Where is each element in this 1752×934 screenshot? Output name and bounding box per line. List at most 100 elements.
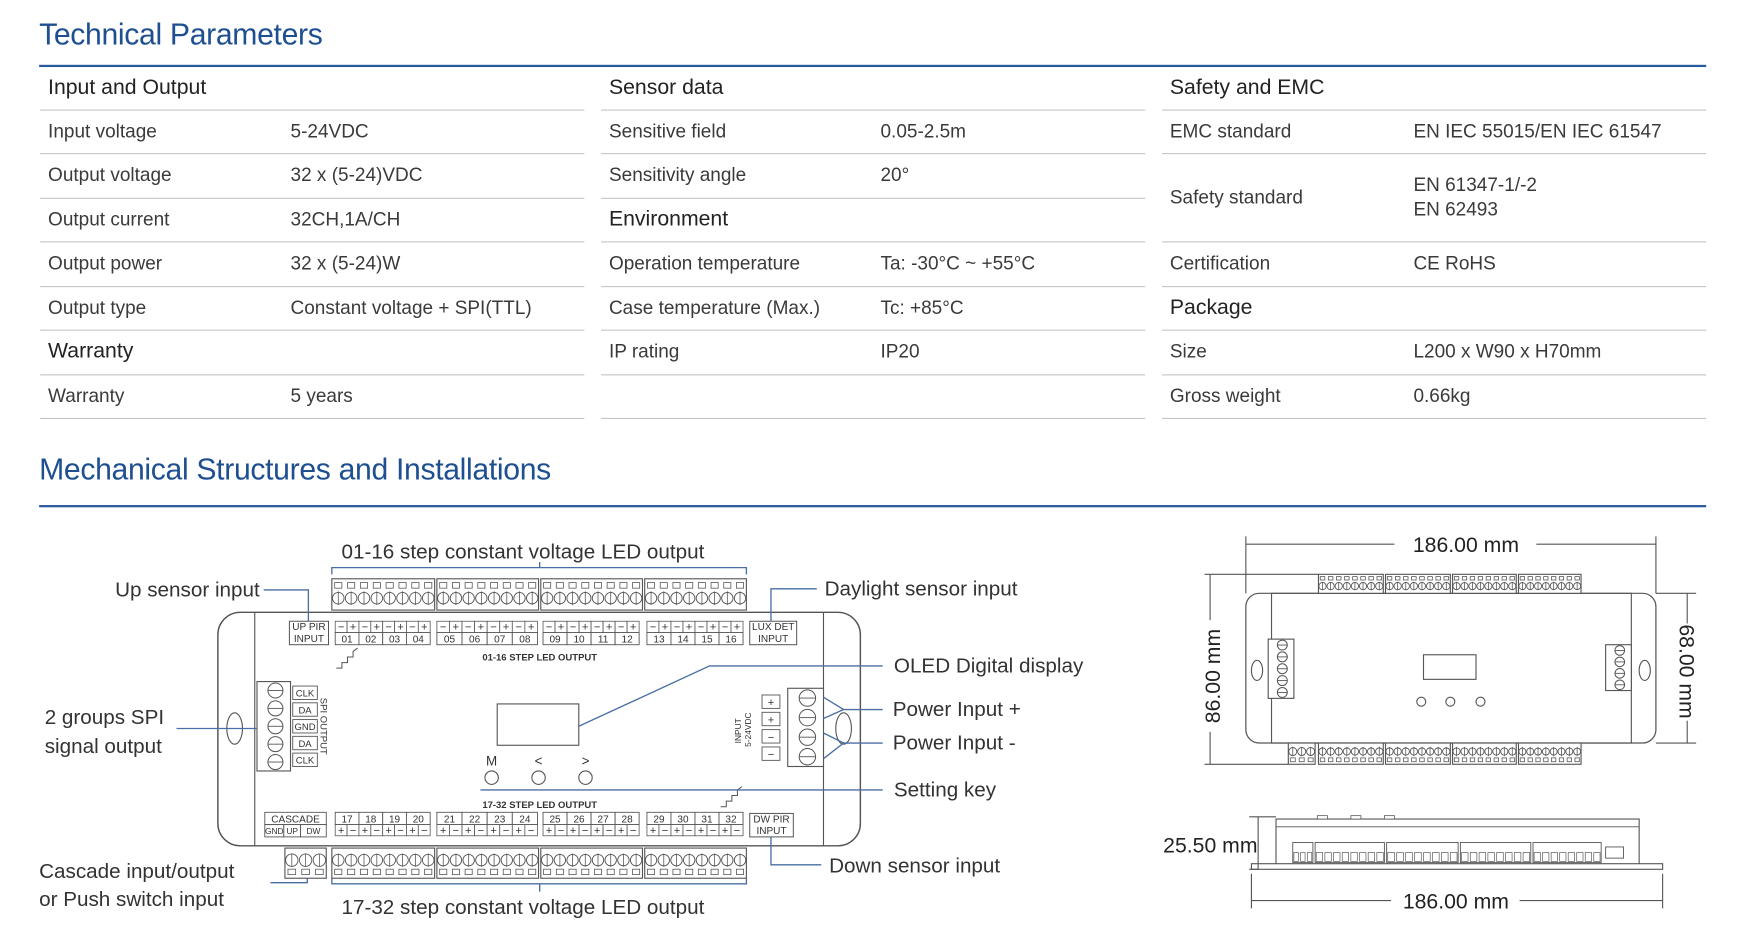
side-view-terminal-block	[1386, 842, 1459, 864]
setting-key-label: <	[535, 753, 543, 768]
setting-key-callout: Setting key	[894, 779, 997, 802]
top-output-callout: 01-16 step constant voltage LED output	[341, 541, 704, 564]
mounting-hole-icon	[1638, 659, 1651, 682]
section-header-row: Environment	[601, 198, 1146, 243]
terminal-pin-slot	[1298, 757, 1305, 763]
polarity-sign: −	[698, 622, 705, 634]
channel-number: 15	[701, 634, 713, 645]
terminal-pin-slot	[385, 868, 394, 876]
terminal-screw-icon	[1614, 645, 1626, 656]
section-header: Environment	[608, 207, 729, 232]
section-header-row: Sensor data	[601, 67, 1146, 111]
power-pin-label: −	[768, 749, 775, 761]
parameter-label: Output voltage	[48, 164, 172, 186]
terminal-pin-slot	[398, 582, 407, 589]
parameter-value: EN 61347-1/-2 EN 62493	[1413, 174, 1538, 221]
terminal-pin-slot	[385, 582, 394, 589]
terminal-pin-slot	[451, 868, 460, 876]
mounting-hole-icon	[1250, 659, 1264, 682]
terminal-pin-slot	[439, 868, 448, 876]
board-label: INPUT	[294, 634, 324, 645]
polarity-cell	[524, 620, 538, 633]
terminal-pin-slot	[659, 582, 668, 589]
terminal-pin-slot	[1368, 576, 1374, 581]
parameter-value: 0.66kg	[1413, 385, 1471, 407]
daylight-sensor-leader	[770, 588, 817, 622]
terminal-pin-slot	[1435, 757, 1441, 763]
terminal-pin-slot	[1501, 576, 1507, 581]
polarity-sign: +	[686, 622, 693, 634]
polarity-sign: +	[630, 622, 637, 634]
polarity-sign: +	[528, 622, 535, 634]
terminal-screw-icon	[1276, 663, 1288, 675]
terminal-pin-slot	[1411, 757, 1417, 763]
section-header-row: Package	[1162, 287, 1707, 331]
spi-pin-box	[292, 752, 318, 767]
channel-number: 04	[413, 634, 425, 645]
parameter-label: Warranty	[48, 385, 125, 407]
board-label: INPUT	[756, 826, 786, 837]
polarity-sign: +	[662, 622, 669, 634]
terminal-pin-slot	[1519, 757, 1525, 763]
spi-output-label: SPI OUTPUT	[318, 698, 329, 755]
parameter-value: 5 years	[290, 385, 353, 407]
terminal-pin-slot	[359, 868, 368, 876]
terminal-pin-slot	[1319, 757, 1326, 763]
parameter-value: Constant voltage + SPI(TTL)	[290, 296, 532, 319]
parameter-value: 5-24VDC	[290, 120, 369, 142]
parameter-label: Sensitive field	[608, 120, 727, 142]
terminal-screw-icon	[798, 708, 817, 727]
channel-number: 01	[341, 634, 353, 645]
parameter-row	[601, 375, 1146, 420]
terminal-pin-slot	[1574, 576, 1580, 581]
parameter-row: Case temperature (Max.)Tc: +85°C	[601, 287, 1146, 331]
channel-number: 19	[389, 814, 401, 825]
parameter-value: 0.05-2.5m	[880, 120, 967, 142]
setting-key-button[interactable]	[484, 770, 499, 785]
input-voltage-label: 5-24VDC	[743, 712, 753, 746]
terminal-pin-slot	[568, 582, 577, 589]
setting-key-button[interactable]	[578, 770, 593, 785]
terminal-pin-slot	[555, 582, 564, 589]
terminal-screw-icon	[1276, 639, 1288, 651]
polarity-sign: −	[397, 825, 404, 837]
parameter-value: IP20	[880, 341, 920, 363]
terminal-pin-slot	[581, 582, 590, 589]
top-view-key	[1416, 696, 1427, 707]
polarity-sign: −	[674, 622, 681, 634]
setting-key-label: M	[486, 753, 497, 768]
terminal-pin-slot	[710, 582, 719, 589]
terminal-pin-slot	[1443, 576, 1449, 581]
polarity-sign: +	[478, 622, 485, 634]
terminal-pin-slot	[1469, 576, 1476, 581]
parameter-value: EN IEC 55015/EN IEC 61547	[1413, 120, 1662, 142]
polarity-sign: +	[558, 622, 565, 634]
channel-number: 23	[494, 814, 506, 825]
terminal-pin-slot	[424, 868, 433, 876]
spi-pin-label: CLK	[296, 756, 315, 767]
terminal-pin-slot	[1376, 757, 1382, 763]
power-pin-label: +	[768, 714, 775, 726]
polarity-cell	[417, 824, 431, 837]
polarity-sign: −	[478, 825, 485, 837]
spi-pin-label: CLK	[296, 689, 315, 700]
setting-key-button[interactable]	[531, 770, 546, 785]
terminal-pin-slot	[477, 582, 486, 589]
terminal-pin-slot	[439, 582, 448, 589]
top-view-key	[1445, 696, 1456, 707]
parameter-label: Output power	[48, 252, 163, 275]
terminal-pin-slot	[1519, 576, 1525, 581]
polarity-sign: −	[618, 622, 625, 634]
board-label: LUX DET	[752, 622, 794, 633]
top-view-key	[1475, 696, 1486, 707]
terminal-pin-slot	[632, 868, 641, 876]
